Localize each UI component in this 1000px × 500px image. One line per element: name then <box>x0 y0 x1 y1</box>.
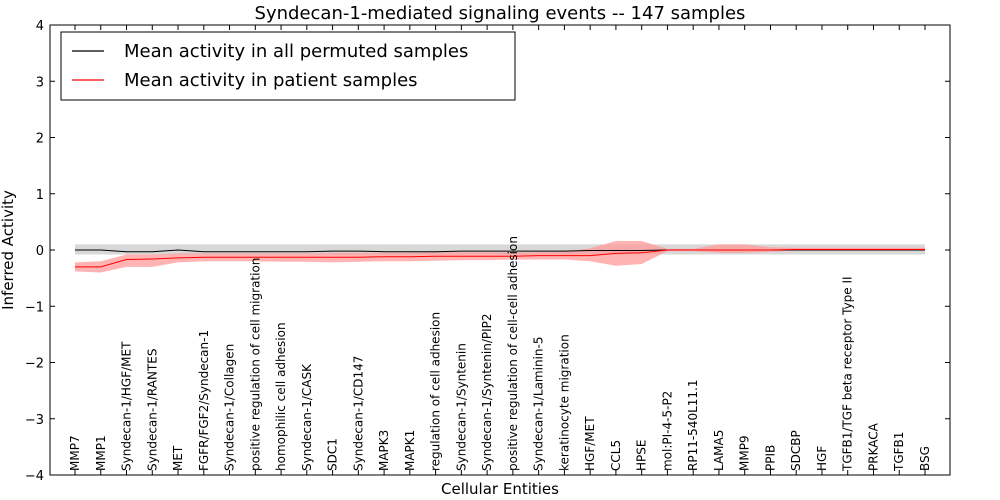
x-tick-label: BSG <box>918 446 932 471</box>
y-tick-label: 1 <box>36 188 44 203</box>
y-tick-label: −1 <box>25 300 44 315</box>
x-tick-label: regulation of cell adhesion <box>429 312 443 471</box>
x-tick-label: CCL5 <box>609 440 623 471</box>
x-tick-label: mol:PI-4-5-P2 <box>660 391 674 471</box>
y-tick-label: −3 <box>25 413 44 428</box>
x-tick-label: homophilic cell adhesion <box>274 322 288 471</box>
chart-title: Syndecan-1-mediated signaling events -- … <box>255 3 746 24</box>
y-tick-label: 2 <box>36 132 44 147</box>
x-tick-label: Syndecan-1/Syntenin/PIP2 <box>480 313 494 471</box>
x-tick-label: Syndecan-1/HGF/MET <box>120 341 134 471</box>
legend: Mean activity in all permuted samplesMea… <box>60 31 516 101</box>
y-tick-label: −2 <box>25 357 44 372</box>
x-tick-label: MAPK3 <box>377 430 391 471</box>
x-tick-label: HGF <box>815 446 829 471</box>
x-tick-label: SDC1 <box>326 438 340 471</box>
x-tick-label: RP11-540L11.1 <box>686 380 700 471</box>
x-tick-label: Syndecan-1/CD147 <box>351 356 365 471</box>
x-tick-label: HPSE <box>635 440 649 471</box>
y-tick-label: 0 <box>36 244 44 259</box>
x-tick-label: positive regulation of cell-cell adhesio… <box>506 236 520 471</box>
x-tick-label: HGF/MET <box>583 416 597 471</box>
x-tick-label: Syndecan-1/RANTES <box>145 349 159 471</box>
x-tick-label: MAPK1 <box>403 430 417 471</box>
series-2-line <box>75 248 925 268</box>
y-tick-label: −4 <box>25 469 44 484</box>
y-tick-label: 4 <box>36 19 44 34</box>
x-tick-label: SDCBP <box>789 430 803 471</box>
x-tick-label: TGFB1 <box>892 432 906 472</box>
legend-frame <box>60 31 516 101</box>
x-tick-label: Syndecan-1/Collagen <box>223 344 237 471</box>
legend-label-2: Mean activity in patient samples <box>124 70 418 91</box>
x-tick-label: Syndecan-1/Laminin-5 <box>532 337 546 471</box>
x-tick-label: Syndecan-1/Syntenin <box>454 343 468 471</box>
x-tick-label: PPIB <box>763 445 777 471</box>
x-tick-label: LAMA5 <box>712 430 726 471</box>
series-2-confidence-band <box>75 241 925 273</box>
x-tick-label: keratinocyte migration <box>557 334 571 471</box>
x-tick-label: FGFR/FGF2/Syndecan-1 <box>197 330 211 471</box>
x-tick-label: MMP1 <box>94 435 108 471</box>
x-tick-label: positive regulation of cell migration <box>248 258 262 471</box>
x-tick-label: MMP7 <box>68 435 82 471</box>
x-tick-label: MET <box>171 445 185 471</box>
y-tick-label: 3 <box>36 75 44 90</box>
y-axis-title: Inferred Activity <box>0 190 17 310</box>
x-tick-label: MMP9 <box>738 435 752 471</box>
x-tick-label: Syndecan-1/CASK <box>300 363 314 471</box>
legend-label-1: Mean activity in all permuted samples <box>124 41 468 62</box>
x-tick-label: PRKACA <box>866 422 880 471</box>
x-axis-title: Cellular Entities <box>441 480 559 498</box>
x-tick-label: TGFB1/TGF beta receptor Type II <box>841 276 855 472</box>
